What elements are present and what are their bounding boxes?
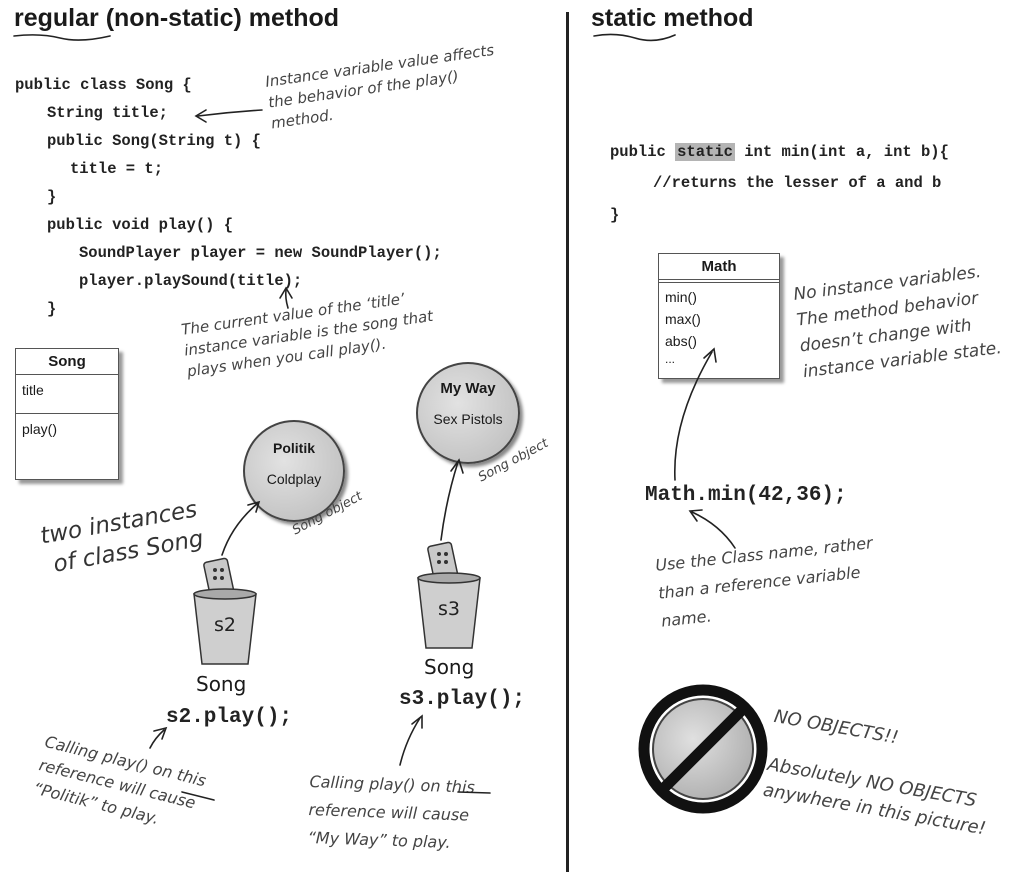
arrow (197, 109, 263, 117)
uml-field: title (22, 382, 44, 398)
uml-math-class: Math min() max() abs() ... (658, 253, 780, 379)
code-line: public Song(String t) { (47, 132, 261, 150)
uml-method: play() (22, 421, 58, 437)
uml-fields: title (16, 375, 118, 414)
arrowhead (194, 109, 207, 123)
arrowhead (411, 714, 423, 729)
code-line: public class Song { (15, 76, 192, 94)
code-line: } (47, 300, 57, 318)
right-heading-keyword: static (591, 4, 657, 32)
uml-class-name: Song (16, 349, 118, 375)
right-heading: static method (591, 4, 754, 32)
note-no-instance-variables: No instance variables.The method behavio… (792, 261, 1003, 383)
code-line: String title; (47, 104, 168, 122)
reference-name: s3 (438, 598, 460, 620)
uml-method: abs() (665, 333, 697, 349)
arrowhead (688, 509, 703, 522)
uml-methods: play() (16, 414, 118, 444)
s3-play-call: s3.play(); (399, 688, 526, 711)
code-line: public void play() { (47, 216, 234, 234)
uml-fields (659, 280, 779, 283)
heading-underline (13, 34, 111, 41)
reference-name: s2 (214, 614, 236, 636)
uml-method: ... (665, 352, 676, 366)
arrow (440, 461, 459, 541)
note-current-value: The current value of the ‘title’instance… (180, 289, 435, 381)
arrow (221, 502, 259, 556)
heading-underline (593, 33, 676, 42)
code-line: player.playSound(title); (79, 272, 303, 290)
reference-type: Song (196, 672, 247, 696)
arrow (149, 729, 165, 749)
uml-method: max() (665, 311, 701, 327)
uml-song-class: Song title play() (15, 348, 119, 480)
reference-cup-s3: s3 (414, 540, 484, 652)
arrow (691, 511, 736, 549)
cup-icon (193, 557, 257, 665)
song-title: Politik (272, 440, 315, 456)
code-line: title = t; (70, 160, 164, 178)
static-code-signature: public static int min(int a, int b){ (610, 143, 949, 161)
s2-play-call: s2.play(); (166, 706, 293, 729)
song-object-myway: My Way Sex Pistols (416, 362, 520, 464)
song-title: My Way (440, 380, 496, 397)
left-heading-keyword: regular (14, 4, 99, 32)
code-line: } (47, 188, 57, 206)
arrow (399, 717, 421, 766)
math-min-call: Math.min(42,36); (645, 484, 847, 507)
uml-class-name: Math (659, 254, 779, 280)
uml-method: min() (665, 289, 697, 305)
cup-icon (417, 541, 481, 649)
static-code-comment: //returns the lesser of a and b (653, 174, 942, 192)
song-artist: Coldplay (266, 471, 322, 487)
code-line: SoundPlayer player = new SoundPlayer(); (79, 244, 442, 262)
reference-cup-s2: s2 (190, 556, 260, 668)
uml-methods: min() max() abs() ... (659, 283, 779, 370)
song-artist: Sex Pistols (433, 411, 503, 427)
left-heading: regular (non-static) method (14, 4, 340, 32)
arrowhead (153, 726, 168, 740)
reference-type: Song (424, 655, 475, 679)
no-objects-label: NO OBJECTS!! (772, 706, 901, 749)
column-divider (566, 12, 569, 872)
static-keyword-highlight: static (675, 143, 735, 161)
static-code-close: } (610, 206, 620, 224)
